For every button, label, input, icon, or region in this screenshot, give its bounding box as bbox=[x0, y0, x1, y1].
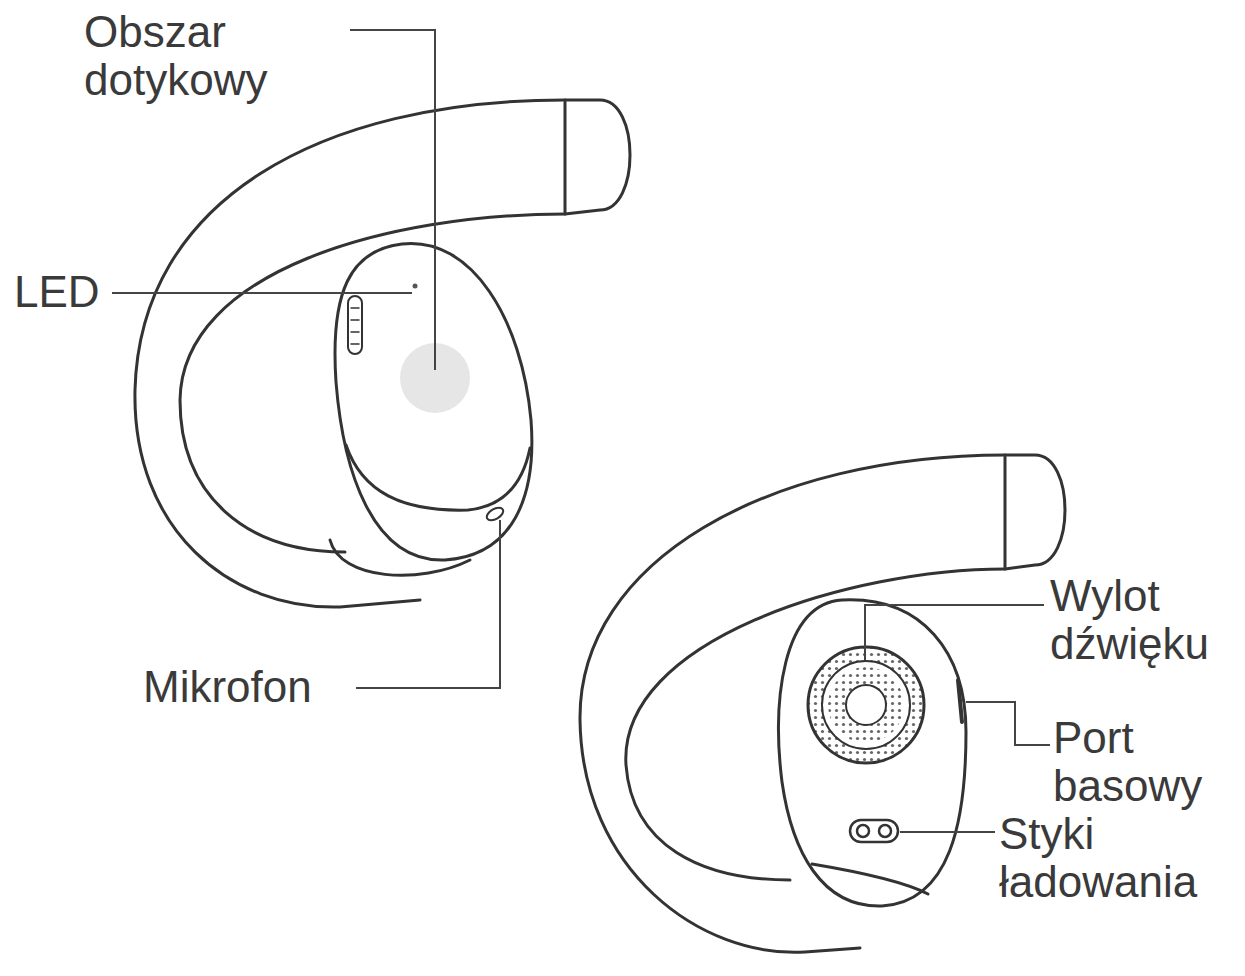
part-label: Wylot dźwięku bbox=[1050, 572, 1240, 668]
microphone-hole bbox=[485, 505, 506, 523]
part-label: Styki ładowania bbox=[999, 810, 1241, 906]
right-earbud-body bbox=[779, 600, 966, 906]
part-label: Port basowy bbox=[1053, 714, 1238, 810]
sound-outlet bbox=[808, 647, 924, 763]
part-label: LED bbox=[14, 268, 114, 316]
charging-contacts bbox=[850, 820, 898, 842]
led-dot bbox=[413, 284, 418, 289]
part-label: Obszar dotykowy bbox=[84, 8, 334, 104]
leader-lines bbox=[112, 30, 1050, 832]
part-label: Mikrofon bbox=[143, 663, 358, 711]
left-ear-hook bbox=[135, 100, 630, 607]
right-ear-hook bbox=[580, 455, 1065, 952]
